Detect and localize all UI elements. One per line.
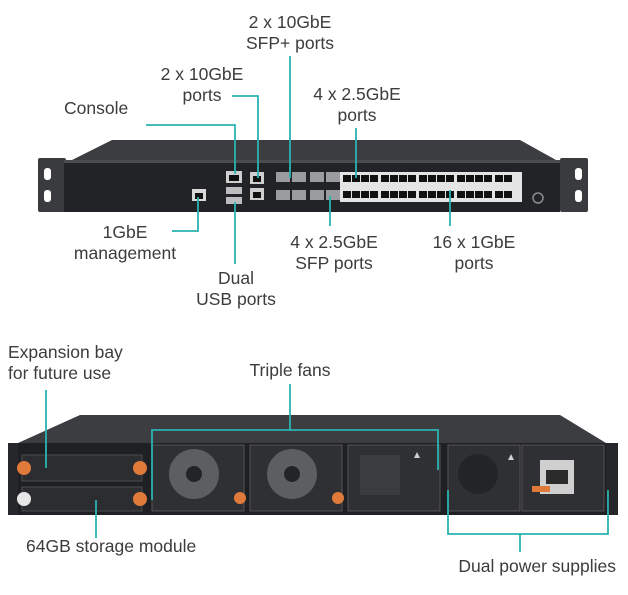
label-mgmt: 1GbE management <box>73 222 177 263</box>
fan-2 <box>249 444 344 512</box>
front-chassis-top <box>72 140 556 160</box>
storage-screw <box>133 492 147 506</box>
label-expansion: Expansion bay for future use <box>8 342 123 383</box>
label-console: Console <box>64 98 129 118</box>
rear-rack-ear-left <box>8 443 18 515</box>
callout-lines <box>45 56 609 552</box>
label-sfp-plus-10gbe: 2 x 10GbE SFP+ ports <box>245 12 335 53</box>
label-10gbe-ports: 2 x 10GbE ports <box>160 64 244 105</box>
sfp-cages <box>276 172 340 200</box>
front-rack-ear-right <box>560 158 588 212</box>
rear-chassis-top <box>18 415 606 443</box>
label-1gbe-ports: 16 x 1GbE ports <box>432 232 516 273</box>
psu-blank <box>447 444 521 512</box>
label-power: Dual power supplies <box>458 556 616 576</box>
label-storage: 64GB storage module <box>26 536 197 556</box>
rj45-port-block <box>340 172 522 202</box>
label-usb: Dual USB ports <box>196 268 276 309</box>
label-2-5gbe-sfp: 4 x 2.5GbE SFP ports <box>290 232 378 273</box>
psu-module <box>521 444 605 512</box>
usb-port-2 <box>226 197 242 204</box>
fan-3 <box>347 444 441 512</box>
rear-rack-ear-right <box>606 443 618 515</box>
label-triple-fans: Triple fans <box>249 360 331 380</box>
label-2-5gbe-ports: 4 x 2.5GbE ports <box>313 84 401 125</box>
expansion-screw-right <box>133 461 147 475</box>
storage-logo-icon <box>17 492 31 506</box>
expansion-module <box>21 454 143 482</box>
power-button-icon <box>532 192 544 204</box>
expansion-screw-left <box>17 461 31 475</box>
usb-port-1 <box>226 187 242 194</box>
storage-module <box>21 486 143 512</box>
front-rack-ear-left <box>38 158 66 212</box>
fan-1 <box>151 444 246 512</box>
